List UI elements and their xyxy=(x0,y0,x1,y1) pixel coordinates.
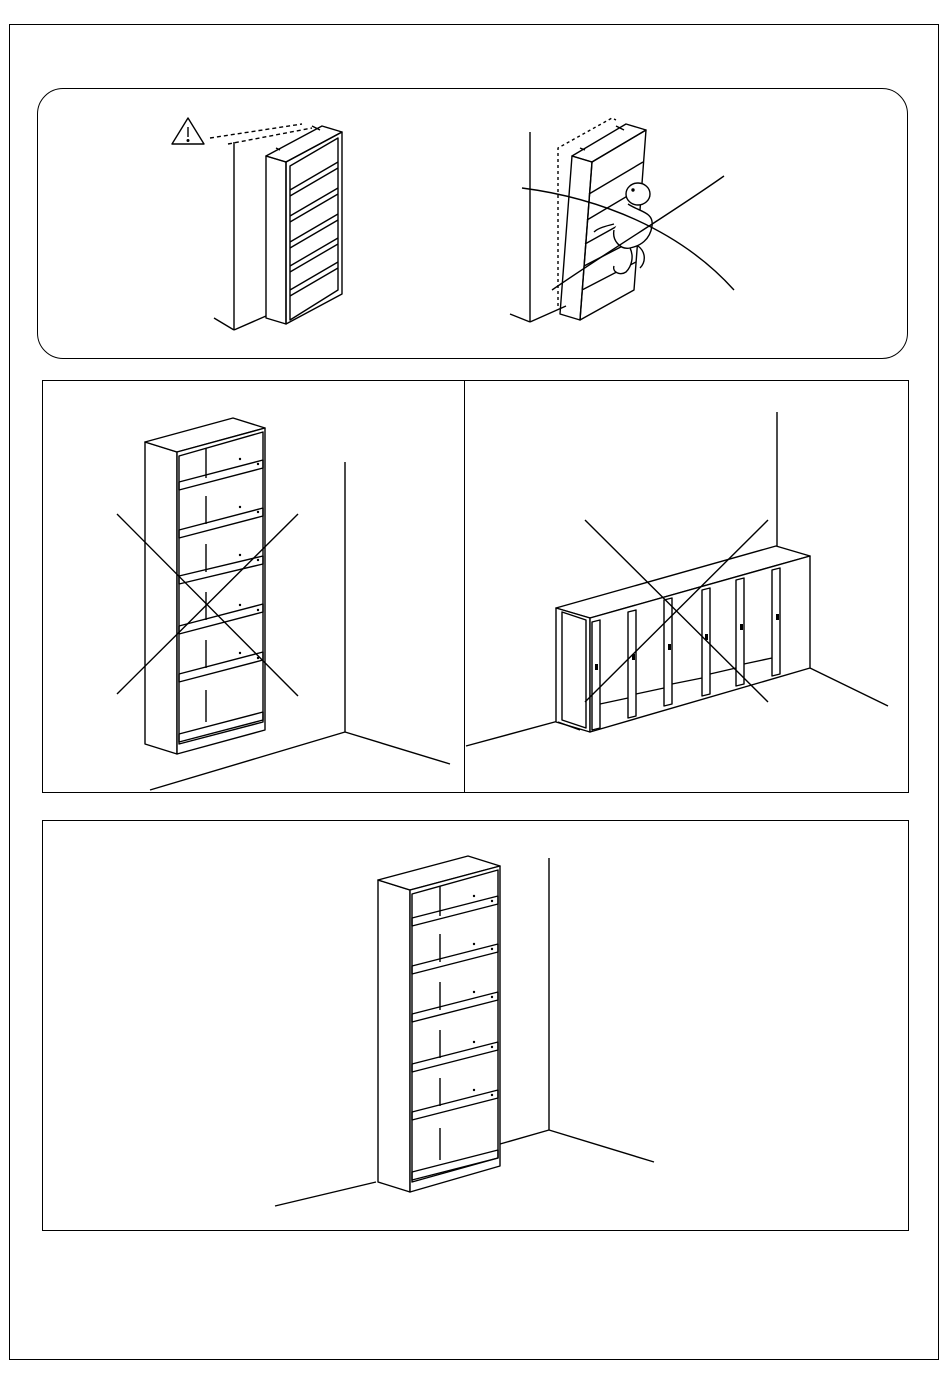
bookcase-top xyxy=(266,126,342,162)
bookcase-side xyxy=(266,156,286,324)
floor-edge xyxy=(810,668,888,706)
floor-edge xyxy=(510,314,530,322)
tipping-bookcase-figure xyxy=(500,110,740,340)
warning-triangle-icon xyxy=(172,118,204,144)
bookcase-top xyxy=(572,124,646,162)
floor-edge xyxy=(275,1182,376,1206)
floor-edge xyxy=(549,1130,654,1162)
bookcase-lying-down-figure xyxy=(466,400,906,792)
floor-edge xyxy=(466,720,562,746)
anchored-bookcase-figure xyxy=(160,110,360,340)
bookcase-side xyxy=(556,608,590,732)
bookcase-side xyxy=(560,156,592,320)
floor-edge xyxy=(214,318,234,330)
floor-edge xyxy=(234,316,266,330)
panel-divider xyxy=(464,380,465,793)
bookcase-side xyxy=(378,880,410,1192)
wall-anchor-icon xyxy=(210,124,312,144)
floor-edge xyxy=(500,1130,549,1144)
bookcase-side xyxy=(145,442,177,754)
child-climbing-figure xyxy=(594,183,652,274)
freestanding-bookcase-figure xyxy=(100,400,460,792)
bookcase-in-corner-figure xyxy=(270,840,670,1220)
floor-edge xyxy=(345,732,450,764)
